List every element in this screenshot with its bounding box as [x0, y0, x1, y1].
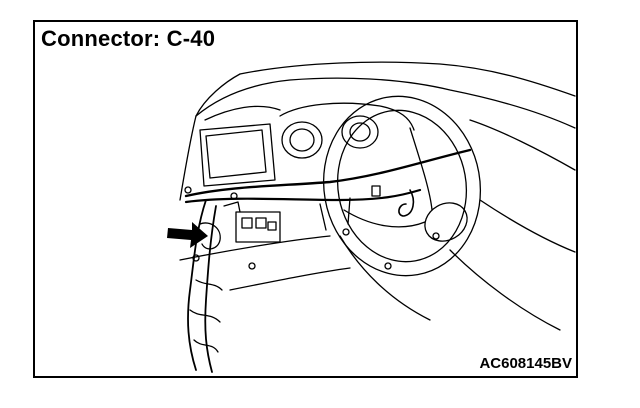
dashboard-inner-outline [195, 77, 576, 129]
dashboard-top-outline [239, 61, 576, 97]
steering-wheel-hub [424, 202, 468, 242]
figure-title: Connector: C-40 [41, 26, 216, 51]
steering-wheel-inner [336, 109, 468, 263]
figure-code: AC608145BV [479, 355, 572, 372]
hanging-harness [187, 199, 207, 371]
relay-block [235, 211, 281, 243]
center-display [205, 129, 267, 179]
lower-panel [179, 235, 331, 261]
gauge-right [341, 115, 379, 149]
dashboard-left-edge [179, 115, 197, 201]
pointer-arrow [167, 222, 208, 248]
wiring-harness [184, 148, 472, 198]
gauge-left [281, 121, 323, 159]
